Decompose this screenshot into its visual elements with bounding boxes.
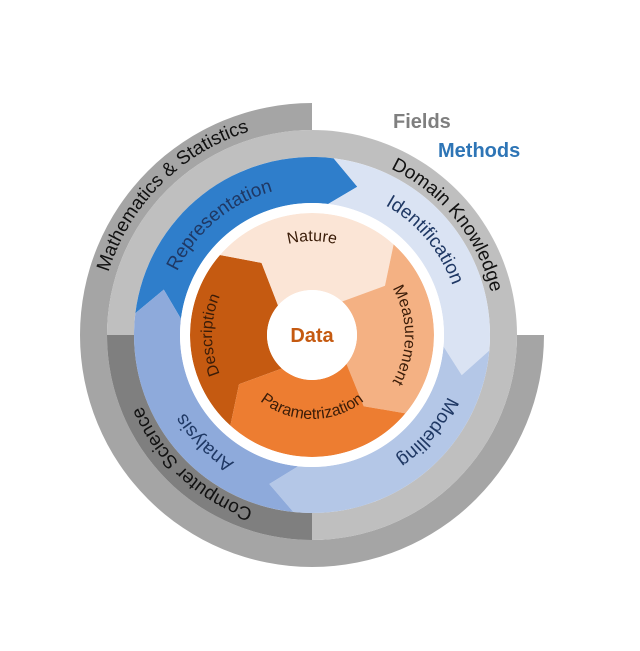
core-segment-parametrization xyxy=(230,363,406,457)
method-segment-modelling xyxy=(269,346,490,513)
separator-ring xyxy=(180,203,444,467)
center-circle xyxy=(267,290,357,380)
field-cs-band xyxy=(107,335,312,540)
method-segment-representation xyxy=(135,157,358,319)
core-label-nature: Nature xyxy=(286,228,339,248)
method-segment-identification xyxy=(328,158,490,376)
center-label: Data xyxy=(290,325,334,347)
legend-methods: Methods xyxy=(438,140,521,162)
legend-fields: Fields xyxy=(393,111,451,133)
core-segment-description xyxy=(190,254,282,426)
core-segment-nature xyxy=(219,213,394,306)
core-segment-measurement xyxy=(342,244,434,414)
method-segment-analysis xyxy=(134,289,299,513)
